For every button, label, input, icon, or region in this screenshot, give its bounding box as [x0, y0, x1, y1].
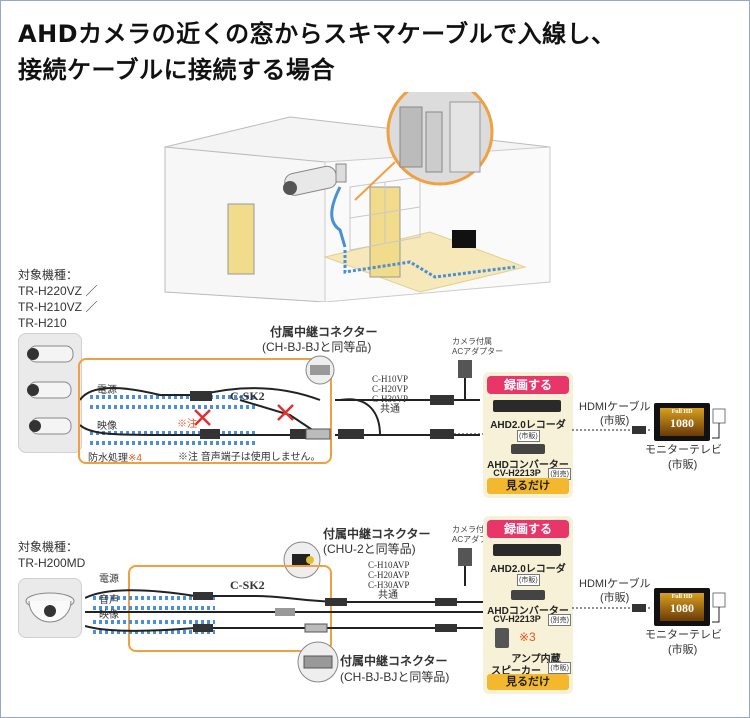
lower-common-label: 共通 — [378, 590, 398, 601]
lower-tv-res: 1080 — [670, 601, 694, 615]
lower-ext-cable-2: C-H20AVP — [368, 570, 410, 580]
upper-recorder-device — [493, 400, 561, 412]
lower-target-label: 対象機種： — [18, 540, 79, 554]
upper-ext-cable-2: C-H20VP — [372, 384, 409, 394]
lower-tv-badge: Full HD — [671, 594, 693, 600]
upper-ac-adapter-icon — [458, 360, 472, 400]
upper-model-2: TR-H210VZ ／ — [18, 300, 98, 314]
page-title-line1: AHDカメラの近くの窓からスキマケーブルで入線し、 — [18, 20, 616, 48]
lower-model: TR-H200MD — [18, 556, 86, 570]
upper-waterproof-note: ※4 — [128, 453, 142, 464]
lower-converter-model: CV-H2213P — [493, 614, 541, 624]
lower-outlet-icon — [712, 592, 726, 623]
upper-ext-cable-1: C-H10VP — [372, 374, 409, 384]
speaker-icon — [495, 628, 509, 648]
upper-note-mark: ※注 — [177, 419, 197, 430]
lower-power-label: 電源 — [99, 574, 119, 585]
upper-tv-market: (市販) — [668, 459, 698, 471]
lower-camera-card — [18, 578, 82, 638]
house-illustration — [164, 92, 551, 302]
house-camera-icon — [283, 163, 347, 196]
lower-cable-name: C-SK2 — [230, 578, 265, 592]
upper-model-1: TR-H220VZ ／ — [18, 284, 98, 298]
lower-connector-bot-sub: (CH-BJ-BJと同等品) — [340, 670, 450, 684]
lower-ac-adapter-icon — [458, 548, 472, 586]
lower-speaker-line2: スピーカー — [491, 666, 541, 677]
lower-speaker-market: (市販) — [548, 662, 571, 674]
lower-connector-top-sub: (CHU-2と同等品) — [323, 542, 416, 556]
lower-audio-label: 音声 — [99, 595, 119, 606]
upper-video-label: 映像 — [97, 421, 117, 432]
lower-ext-cable-3: C-H30AVP — [368, 580, 410, 590]
dome-camera-icon — [25, 592, 75, 623]
upper-model-3: TR-H210 — [18, 316, 67, 330]
lower-speaker-note: ※3 — [519, 630, 536, 644]
lower-tv-screen: Full HD 1080 — [660, 593, 704, 621]
upper-common-label: 共通 — [380, 404, 400, 415]
upper-hdmi-market: (市販) — [600, 415, 630, 427]
upper-tv-screen: Full HD 1080 — [660, 408, 704, 436]
upper-cable-name: C-SK2 — [230, 389, 265, 403]
lower-wiring — [85, 589, 565, 634]
lower-ext-cable-1: C-H10AVP — [368, 560, 410, 570]
lower-tv: Full HD 1080 — [654, 588, 710, 626]
lower-adapter-line1: カメラ付属 — [452, 525, 492, 534]
lower-hdmi-market: (市販) — [600, 592, 630, 604]
upper-note-text: ※注 音声端子は使用しません。 — [178, 452, 321, 463]
bjbj-connector-icon — [297, 641, 339, 683]
upper-adapter-line2: ACアダプター — [452, 347, 504, 356]
upper-converter-device — [511, 444, 545, 454]
lower-watch-button[interactable]: 見るだけ — [487, 674, 569, 690]
lower-converter-sold: (別売) — [548, 614, 571, 626]
lower-recorder-device — [493, 544, 561, 556]
lower-record-button[interactable]: 録画する — [487, 520, 569, 538]
upper-tv: Full HD 1080 — [654, 403, 710, 441]
upper-outlet-icon — [712, 408, 726, 439]
upper-converter-model: CV-H2213P — [493, 468, 541, 478]
lower-tv-label: モニターテレビ — [645, 629, 722, 641]
lower-video-label: 映像 — [99, 610, 119, 621]
lower-recorder-market: (市販) — [517, 574, 540, 586]
upper-watch-button[interactable]: 見るだけ — [487, 478, 569, 494]
upper-cable-box — [78, 358, 332, 464]
upper-waterproof-label: 防水処理 — [88, 453, 128, 464]
lower-connector-top-title: 付属中継コネクター — [323, 527, 431, 541]
upper-record-panel: 録画する AHD2.0レコーダー (市販) AHDコンバーター CV-H2213… — [483, 372, 573, 498]
upper-record-button[interactable]: 録画する — [487, 376, 569, 394]
upper-adapter-line1: カメラ付属 — [452, 337, 492, 346]
upper-tv-label: モニターテレビ — [645, 444, 722, 456]
upper-connector-title: 付属中継コネクター — [270, 325, 378, 339]
upper-target-label: 対象機種： — [18, 268, 79, 282]
upper-camera-card — [18, 333, 82, 453]
lower-converter-device — [511, 590, 545, 600]
lower-converter-label: AHDコンバーター — [487, 606, 569, 617]
upper-hdmi-label: HDMIケーブル — [579, 401, 651, 413]
upper-hdmi-cable — [572, 426, 652, 434]
lower-hdmi-label: HDMIケーブル — [579, 578, 651, 590]
chu2-connector-icon — [283, 541, 321, 579]
lower-hdmi-cable — [572, 604, 652, 612]
lower-tv-market: (市販) — [668, 644, 698, 656]
upper-tv-badge: Full HD — [671, 409, 693, 415]
upper-connector-sub: (CH-BJ-BJと同等品) — [262, 340, 372, 354]
lower-adapter-line2: ACアダプター — [452, 535, 504, 544]
upper-ext-cable-3: C-H30VP — [372, 394, 409, 404]
lower-record-panel: 録画する AHD2.0レコーダー (市販) AHDコンバーター CV-H2213… — [483, 516, 573, 694]
bullet-camera-icon — [27, 345, 74, 435]
page-title-line2: 接続ケーブルに接続する場合 — [18, 56, 336, 84]
lower-connector-bot-title: 付属中継コネクター — [340, 654, 448, 668]
upper-wiring — [80, 355, 560, 445]
upper-power-label: 電源 — [97, 385, 117, 396]
upper-converter-label: AHDコンバーター — [487, 460, 569, 471]
upper-recorder-market: (市販) — [517, 430, 540, 442]
upper-tv-res: 1080 — [670, 416, 694, 430]
lower-speaker-line1: アンプ内蔵 — [511, 654, 561, 665]
